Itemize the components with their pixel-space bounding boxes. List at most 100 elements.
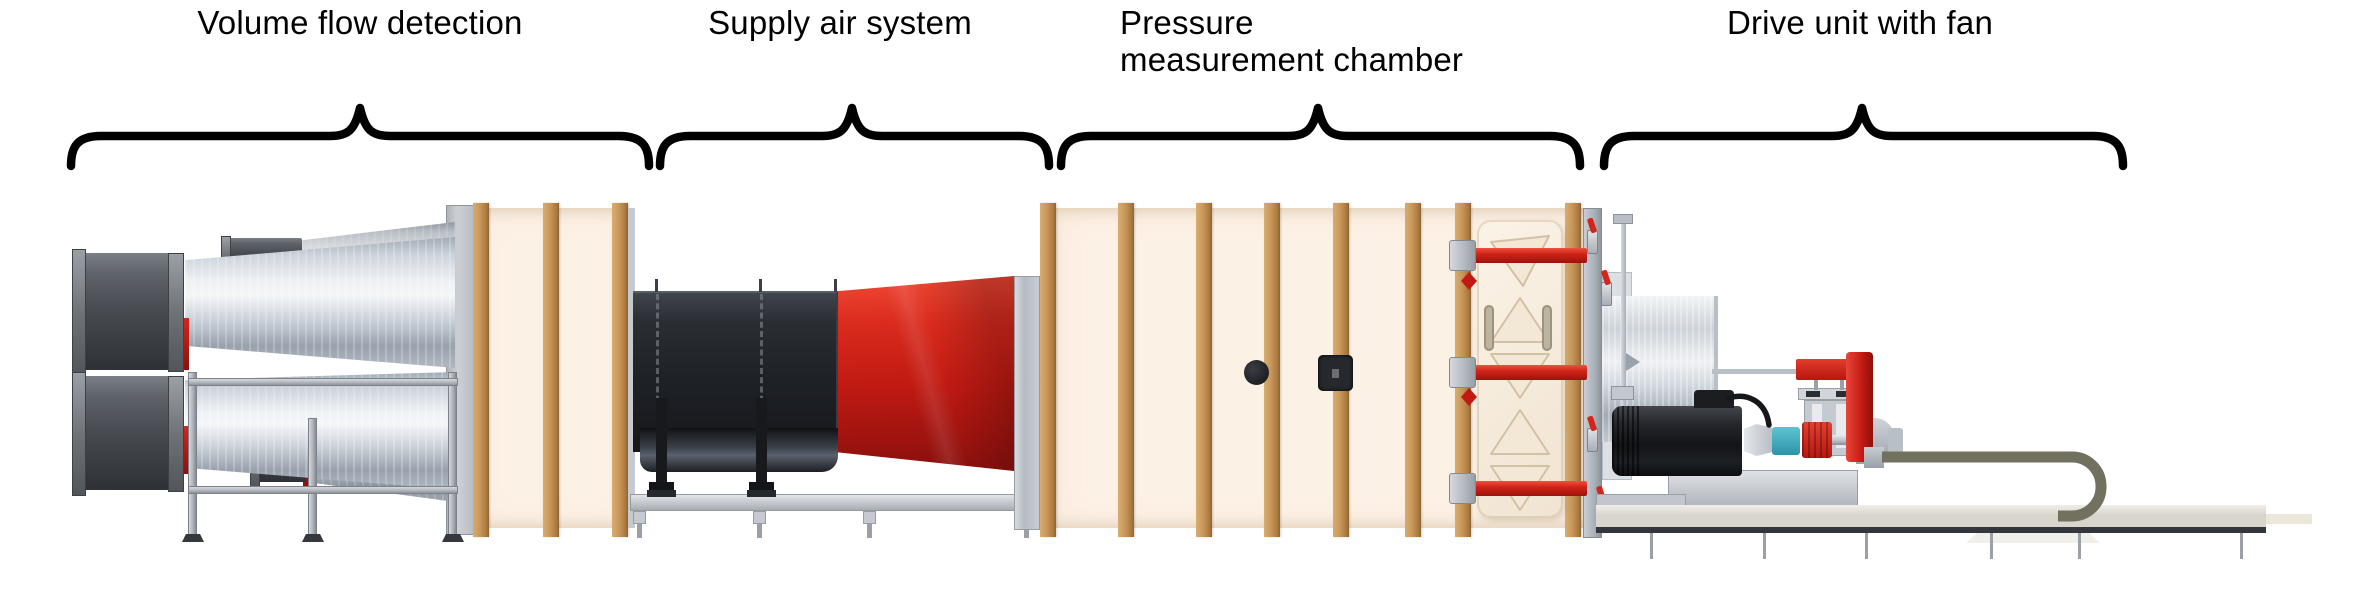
red-transition-cone bbox=[838, 276, 1014, 472]
supply-base-rail bbox=[630, 494, 1038, 511]
strap-bracket-plate bbox=[1449, 357, 1476, 388]
supply-duct bbox=[633, 291, 838, 452]
duct-pin bbox=[834, 279, 837, 292]
chamber2-batten bbox=[1196, 203, 1212, 537]
chamber1-batten bbox=[612, 203, 628, 537]
pressure-port-knob bbox=[1244, 360, 1269, 385]
chamber1-right-edge bbox=[628, 208, 635, 528]
duct-mount-bracket bbox=[756, 398, 767, 486]
door-clamp-strap bbox=[1470, 365, 1587, 380]
table-dark-edge bbox=[1596, 527, 2266, 533]
housing-arrow-marker bbox=[1626, 353, 1640, 371]
frame-foot bbox=[182, 534, 204, 542]
toggle-clamp bbox=[1587, 428, 1598, 452]
probe-rod-mid-bracket bbox=[1611, 386, 1634, 400]
leveling-foot bbox=[863, 511, 876, 524]
leveling-foot-stem bbox=[637, 524, 642, 538]
brace-drive-unit bbox=[1599, 103, 2128, 171]
chamber2-batten bbox=[1040, 203, 1056, 537]
chamber2-batten bbox=[1405, 203, 1421, 537]
frame-foot bbox=[442, 534, 464, 542]
pipe-connector-block bbox=[1864, 447, 1884, 468]
probe-rod-top-bracket bbox=[1613, 214, 1633, 224]
brace-supply-air bbox=[655, 103, 1054, 171]
strap-bracket-plate bbox=[1449, 473, 1476, 504]
stand-slot bbox=[1806, 391, 1820, 397]
chamber2-batten bbox=[1264, 203, 1280, 537]
front-top-nozzle-bell bbox=[72, 249, 86, 376]
label-pressure-measurement-chamber: Pressure measurement chamber bbox=[1120, 4, 1464, 78]
duct-pin bbox=[759, 279, 762, 292]
torque-arm-red-block bbox=[1796, 359, 1860, 380]
bottom-cone-red-seal bbox=[182, 426, 189, 474]
leveling-foot bbox=[753, 511, 766, 524]
coupling-guard-silver bbox=[1744, 424, 1772, 456]
door-clamp-strap bbox=[1470, 481, 1587, 496]
stand-rod bbox=[1814, 376, 1818, 390]
duct-pin bbox=[655, 279, 658, 292]
table-gusset bbox=[1966, 533, 2100, 543]
stand-rod bbox=[1840, 376, 1844, 390]
table-leg bbox=[2240, 533, 2243, 559]
label-volume-flow-detection: Volume flow detection bbox=[197, 4, 523, 41]
chamber2-front-plate bbox=[1014, 276, 1040, 530]
front-bottom-diffuser-cone bbox=[185, 371, 455, 490]
support-frame-rail bbox=[188, 378, 458, 386]
support-frame-post bbox=[308, 418, 317, 536]
toggle-clamp bbox=[1587, 230, 1598, 254]
table-body bbox=[1596, 514, 2266, 527]
leveling-foot-stem bbox=[757, 524, 762, 538]
drive-motor bbox=[1612, 406, 1742, 476]
table-top bbox=[1596, 505, 2266, 514]
support-frame-post bbox=[448, 372, 457, 536]
duct-seam bbox=[760, 294, 763, 448]
top-cone-red-seal bbox=[182, 318, 189, 370]
duct-bracket-base bbox=[747, 490, 776, 497]
front-bottom-nozzle-bell bbox=[72, 372, 86, 496]
label-drive-unit-with-fan: Drive unit with fan bbox=[1726, 4, 1994, 41]
torque-arm-rod bbox=[1712, 369, 1800, 374]
chamber2-batten bbox=[1118, 203, 1134, 537]
red-wing-clamp bbox=[1461, 272, 1477, 290]
table-leg bbox=[1865, 533, 1868, 559]
red-wing-clamp bbox=[1461, 388, 1477, 406]
duct-bracket-base bbox=[647, 490, 676, 497]
access-panel-latch bbox=[1332, 369, 1339, 378]
red-mount-slab bbox=[1846, 352, 1873, 462]
front-top-inlet-nozzle bbox=[84, 253, 182, 370]
stand-gap bbox=[1836, 404, 1846, 448]
support-frame-post bbox=[188, 372, 197, 536]
front-bottom-inlet-nozzle bbox=[84, 376, 182, 490]
brace-pressure-chamber bbox=[1056, 103, 1585, 171]
table-leg bbox=[1650, 533, 1653, 559]
stand-slot bbox=[1836, 391, 1850, 397]
motor-cooling-fins bbox=[1612, 406, 1642, 476]
motor-terminal-box bbox=[1694, 390, 1734, 408]
toggle-clamp bbox=[1601, 282, 1612, 306]
leveling-foot-stem bbox=[1024, 524, 1029, 538]
table-leg bbox=[1763, 533, 1766, 559]
hub-end-cap bbox=[1888, 428, 1903, 454]
door-clamp-strap bbox=[1470, 248, 1587, 263]
coupling-red bbox=[1802, 422, 1832, 458]
front-top-diffuser-cone bbox=[185, 236, 455, 368]
probe-rod bbox=[1621, 216, 1626, 472]
coupling-teal bbox=[1772, 427, 1800, 455]
table-leg bbox=[1990, 533, 1993, 559]
support-frame-rail bbox=[188, 486, 458, 494]
table-leg bbox=[2078, 533, 2081, 559]
duct-seam bbox=[656, 294, 659, 448]
front-bottom-nozzle-band bbox=[168, 376, 184, 492]
leveling-foot-stem bbox=[867, 524, 872, 538]
red-cone-fold-shading bbox=[838, 276, 1014, 472]
duct-mount-bracket bbox=[656, 398, 667, 486]
duct-bracket-foot bbox=[749, 482, 774, 492]
supply-duct-barrel bbox=[640, 428, 838, 472]
front-top-nozzle-band bbox=[168, 253, 184, 372]
chamber1-batten bbox=[473, 203, 489, 537]
strap-bracket-plate bbox=[1449, 240, 1476, 271]
chamber1-batten bbox=[543, 203, 559, 537]
duct-bracket-foot bbox=[649, 482, 674, 492]
frame-foot bbox=[302, 534, 324, 542]
